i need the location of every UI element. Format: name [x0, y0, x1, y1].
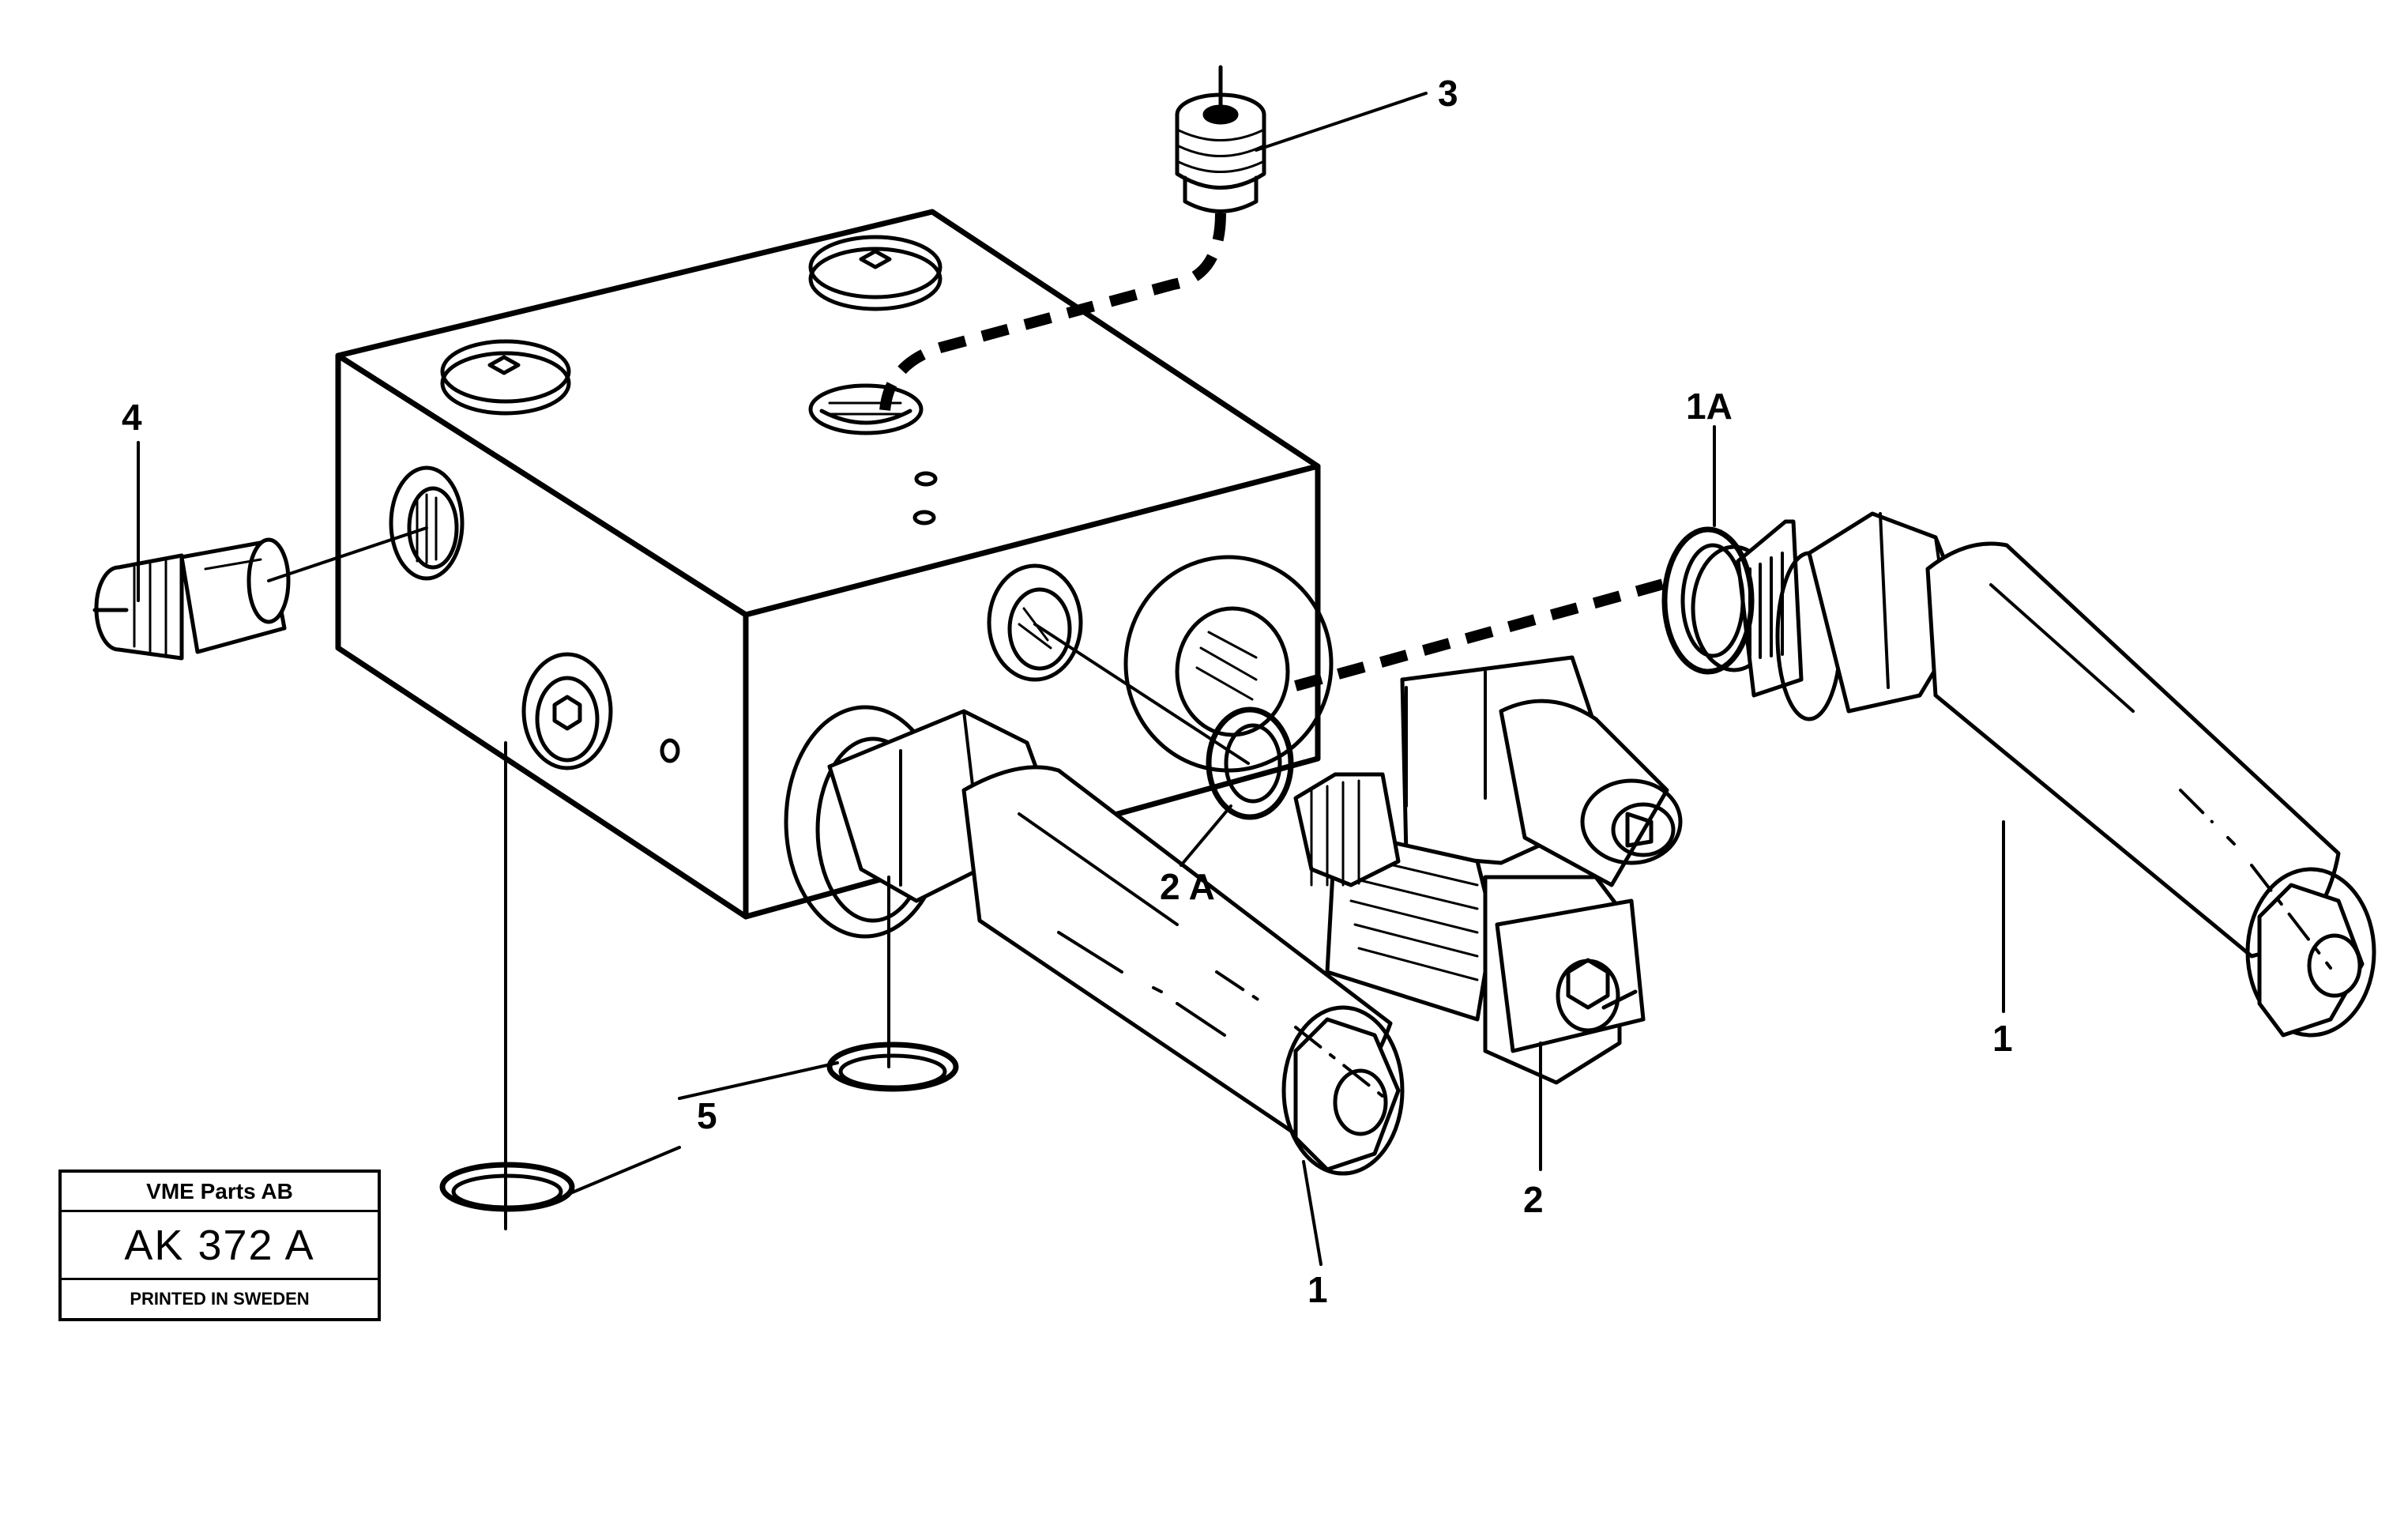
callout-1-right: 1	[1992, 1018, 2013, 1059]
title-block-printed: PRINTED IN SWEDEN	[130, 1289, 310, 1309]
solenoid-coil	[1293, 655, 1683, 1085]
title-block-code: AK 372 A	[62, 1212, 378, 1280]
assembly-lines-thin	[267, 526, 2332, 1230]
callout-5: 5	[697, 1095, 717, 1136]
plug-part-3	[1175, 65, 1266, 213]
assembly-lines	[879, 213, 1676, 691]
o-ring-1a	[1661, 526, 1755, 675]
valve-block	[335, 209, 1334, 920]
title-block: VME Parts AB AK 372 A PRINTED IN SWEDEN	[58, 1170, 381, 1321]
title-block-company: VME Parts AB	[62, 1173, 378, 1212]
check-valve-part-4	[92, 537, 291, 661]
callout-2: 2	[1523, 1179, 1544, 1220]
o-ring-2a	[1206, 706, 1294, 820]
leader-lines	[137, 92, 2005, 1266]
cartridge-valve-right	[1691, 511, 2376, 1038]
callout-4: 4	[122, 397, 142, 438]
o-ring-5-upper	[826, 1041, 959, 1092]
cartridge-valve-left	[784, 705, 1405, 1176]
callout-1a: 1A	[1686, 386, 1733, 427]
callout-1-left: 1	[1307, 1269, 1328, 1310]
callout-2a: 2 A	[1160, 866, 1215, 907]
callout-3: 3	[1438, 73, 1458, 114]
